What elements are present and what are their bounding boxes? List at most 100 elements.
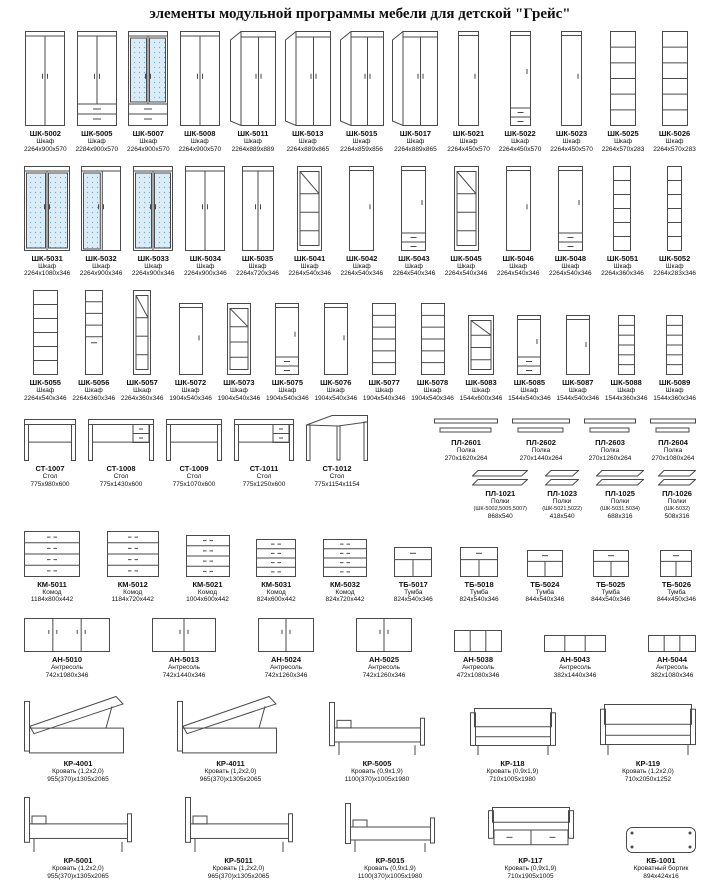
item-dims: 1100(370)x1005x1980: [357, 873, 423, 881]
furniture-drawing-tb-icon: [394, 531, 433, 577]
furniture-drawing-dk-icon: [24, 415, 76, 461]
item-dims: 710x1005x1980: [489, 775, 536, 783]
item-code: КР-5011: [224, 856, 253, 866]
item-dims: 1544x540x346: [508, 394, 551, 402]
item-dims: 1184x800x442: [30, 596, 74, 604]
furniture-drawing-ch-icon: [24, 530, 80, 577]
item-type: Полка: [600, 446, 620, 454]
item-dims: 2264x540x346: [392, 270, 436, 278]
item-code: ПЛ-1021: [485, 489, 516, 499]
item-type: Кровать (1,2x2,0): [52, 767, 104, 775]
item-dims: 1904x540x346: [411, 394, 454, 402]
furniture-drawing-dkc-icon: [306, 414, 368, 461]
item-type: Полки: [552, 498, 572, 506]
furniture-drawing-w1-icon: [561, 31, 583, 126]
furniture-drawing-ch-icon: [106, 530, 159, 577]
item-dims: 508x316: [664, 512, 690, 520]
item-type: Шкаф: [665, 387, 684, 395]
item-type: Шкаф: [613, 262, 632, 270]
item-code: ПЛ-2604: [658, 437, 688, 447]
item-type: Кровать (1,2x2,0): [52, 865, 104, 873]
furniture-drawing-m2-icon: [133, 165, 174, 251]
item-type: Шкаф: [511, 138, 530, 145]
item-code: ШК-5075: [271, 378, 303, 388]
item-type: Тумба: [404, 588, 423, 596]
item-dims: 2264x889x865: [286, 145, 330, 153]
item-code: ШК-5072: [174, 378, 207, 388]
item-code: ШК-5021: [452, 129, 485, 138]
item-code: КМ-5021: [192, 579, 223, 589]
item-code: ШК-5089: [658, 378, 691, 388]
furniture-drawing-tb-icon: [592, 531, 629, 577]
item-dims: 824x600x442: [256, 596, 296, 604]
item-type: Антресоль: [367, 664, 401, 672]
item-dims: 2264x900x570: [178, 145, 222, 153]
item-type: Полка: [456, 446, 476, 454]
item-dims: 1544x360x346: [604, 394, 648, 402]
item-type: Антресоль: [50, 664, 84, 672]
item-type: Шкаф: [144, 262, 163, 270]
item-code: АН-5044: [656, 655, 687, 665]
item-code: ШК-5015: [345, 129, 378, 138]
item-dims: 2264x570x283: [601, 145, 645, 153]
furniture-drawing-tb-icon: [660, 531, 693, 577]
item-type: Кроватный бортик: [633, 865, 689, 873]
item-type: Шкаф: [84, 387, 103, 395]
furniture-drawing-w1-icon: [565, 290, 590, 376]
furniture-drawing-an-icon: [356, 616, 412, 653]
item-dims: 2264x900x346: [79, 270, 123, 278]
furniture-drawing-cr-icon: [392, 31, 439, 126]
furniture-drawing-bs-icon: [469, 692, 556, 756]
item-dims: 1904x540x346: [266, 394, 309, 402]
item-code: КР-4001: [63, 758, 93, 768]
furniture-drawing-w1-icon: [178, 290, 203, 376]
furniture-drawing-anl-icon: [544, 616, 606, 653]
item-dims: 2264x450x570: [498, 145, 542, 153]
item-code: ШК-5026: [658, 129, 691, 138]
item-code: СТ-1008: [106, 463, 136, 473]
item-code: ШК-5007: [132, 129, 164, 138]
item-code: СТ-1009: [179, 463, 209, 473]
furniture-drawing-cr-icon: [284, 31, 331, 126]
item-code: ШК-5045: [450, 253, 482, 263]
item-type: Комод: [335, 588, 355, 596]
item-code: ШК-5022: [504, 129, 536, 138]
item-code: ШК-5078: [416, 378, 449, 388]
item-note: (ШК-5031,5034): [600, 506, 640, 513]
item-code: ШК-5083: [465, 378, 497, 388]
furniture-drawing-w2-icon: [241, 165, 274, 251]
furniture-drawing-sc-icon: [297, 165, 323, 251]
item-type: Комод: [197, 588, 218, 596]
item-type: Полки: [491, 498, 510, 506]
item-type: Шкаф: [38, 262, 57, 270]
furniture-drawing-shf-icon: [545, 468, 580, 486]
item-code: ШК-5033: [137, 253, 169, 263]
item-dims: 868x540: [487, 512, 513, 520]
item-code: КР-5001: [63, 856, 93, 866]
item-dims: 2264x540x346: [288, 270, 331, 278]
